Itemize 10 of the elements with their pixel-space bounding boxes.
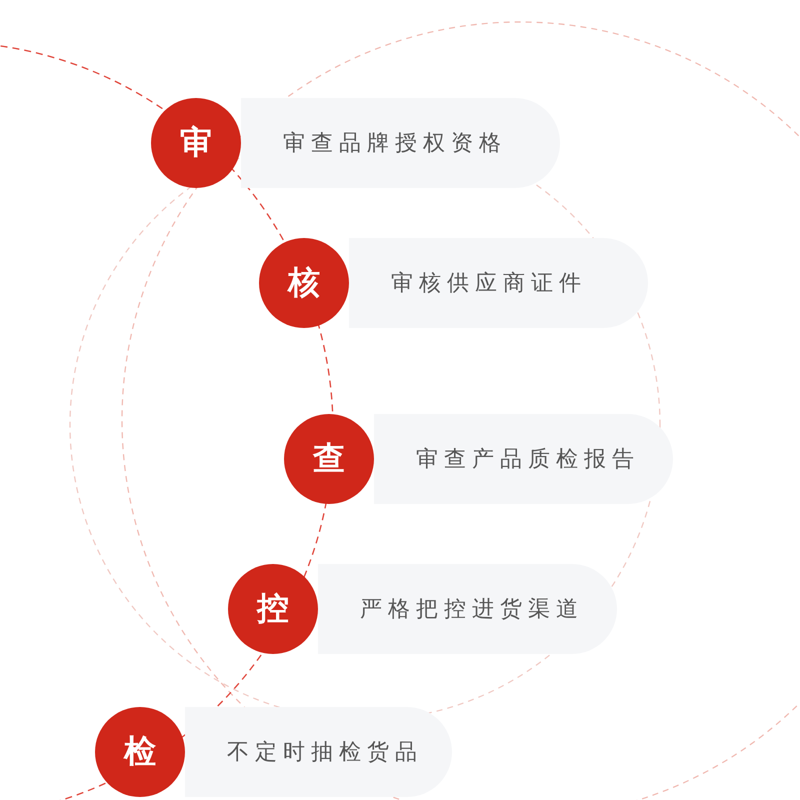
step-badge: 控 <box>228 564 318 654</box>
step-badge: 审 <box>151 98 241 188</box>
step-label: 审查产品质检报告 <box>374 414 673 504</box>
step-badge: 核 <box>259 238 349 328</box>
step-label: 审查品牌授权资格 <box>241 98 560 188</box>
step-badge: 查 <box>284 414 374 504</box>
step-label: 不定时抽检货品 <box>185 707 452 797</box>
step-label: 审核供应商证件 <box>349 238 648 328</box>
step-badge: 检 <box>95 707 185 797</box>
step-label: 严格把控进货渠道 <box>318 564 617 654</box>
